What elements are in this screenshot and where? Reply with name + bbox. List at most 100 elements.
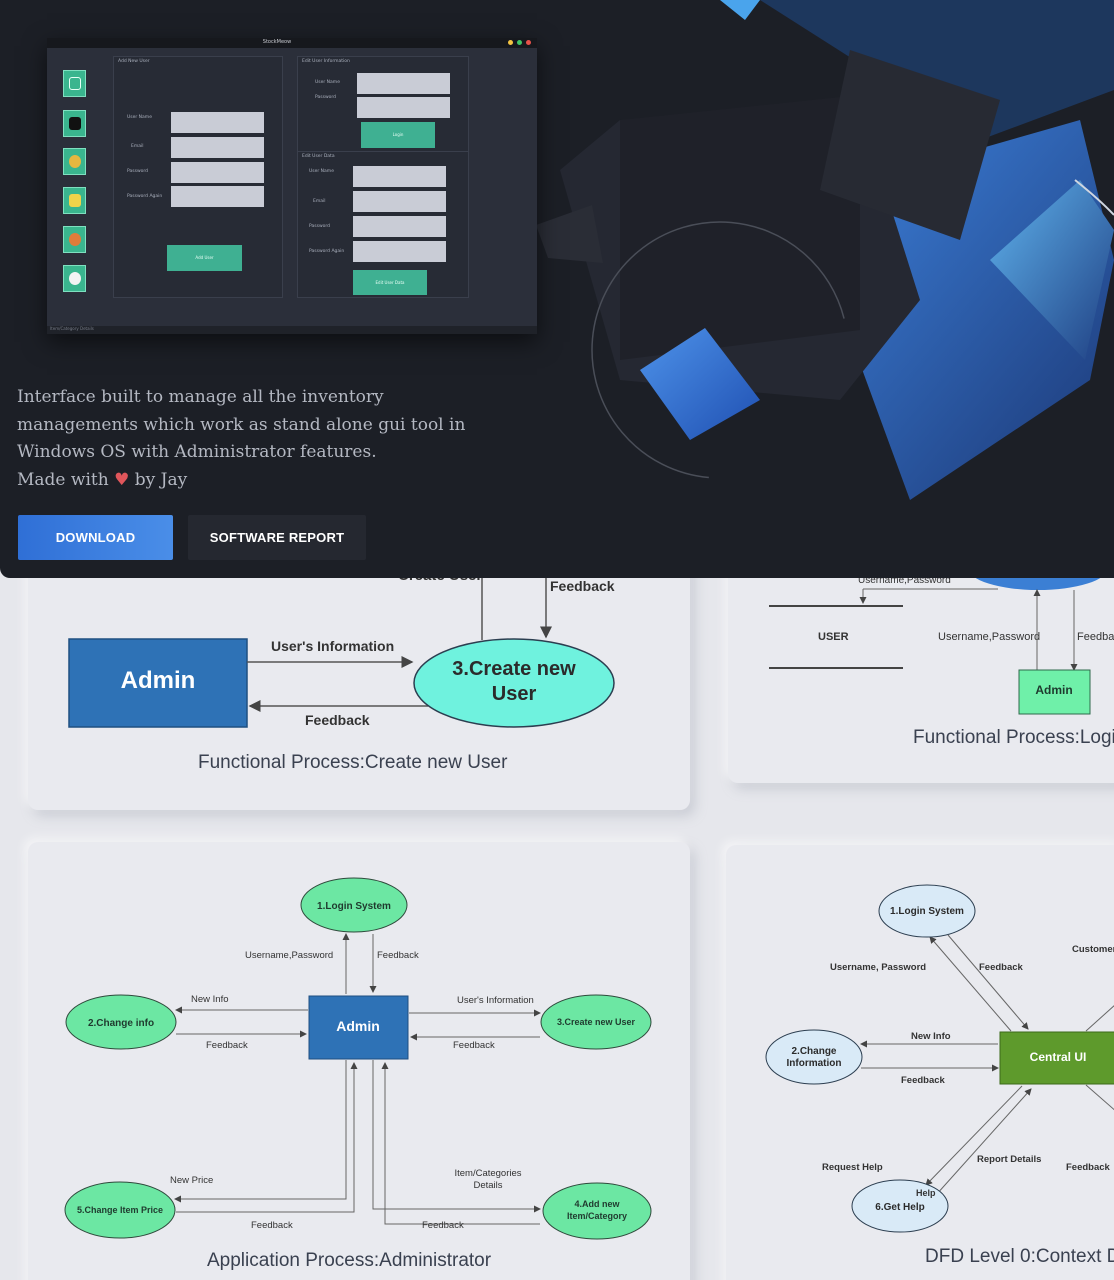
edge-customer-label: Customer	[1072, 944, 1114, 955]
change-info-process-label1: 2.Change	[791, 1046, 836, 1057]
help-process	[851, 1179, 949, 1233]
feedback-left-label: Feedback	[305, 712, 370, 728]
admin-entity	[1018, 669, 1091, 715]
field-label: User Name	[127, 115, 152, 120]
text-field[interactable]	[353, 216, 446, 237]
made-with-line: Made with ♥ by Jay	[17, 467, 467, 495]
process-line2: User	[492, 683, 537, 705]
edge-report-details-label: Report Details	[977, 1154, 1041, 1165]
admin-entity-label: Admin	[121, 667, 196, 694]
login-process	[878, 884, 976, 938]
app-title: StockMeow	[262, 39, 292, 45]
edge-username-password-label: Username, Password	[830, 962, 926, 973]
text-field[interactable]	[353, 166, 446, 187]
hero-banner: StockMeow Add New User User Name Email P…	[0, 0, 1114, 578]
admin-entity-label: Admin	[336, 1018, 380, 1034]
administrator-diagram: Username,Password Feedback New Info Feed…	[64, 877, 652, 1240]
edge-feedback-info-label: Feedback	[206, 1040, 248, 1051]
diagram-card-login[interactable]: Username,Password USER Username,Password…	[728, 540, 1114, 783]
panel-title: Edit User Information	[302, 59, 350, 64]
text-field[interactable]	[171, 137, 264, 158]
edge-item-details-label1: Item/Categories	[454, 1168, 521, 1179]
diagram-card-create-user[interactable]: Create User Feedback Admin User's Inform…	[28, 540, 690, 810]
app-sidebar-item[interactable]	[63, 265, 86, 292]
app-sidebar-item[interactable]	[63, 226, 86, 253]
change-price-process	[64, 1181, 176, 1239]
edge-new-info-label: New Info	[191, 994, 229, 1005]
card3-caption: Application Process:Administrator	[207, 1250, 492, 1271]
edit-user-data-button[interactable]: Edit User Data	[353, 270, 427, 295]
field-label: Password	[315, 95, 337, 100]
admin-entity-label: Admin	[1035, 683, 1072, 697]
edge-request-help-label: Request Help	[822, 1162, 883, 1173]
text-field[interactable]	[171, 162, 264, 183]
edge-item-details-label2: Details	[473, 1180, 502, 1191]
app-sidebar-item[interactable]	[63, 187, 86, 214]
app-sidebar-item[interactable]	[63, 110, 86, 137]
diagram-card-context[interactable]: Username, Password Feedback Customer New…	[726, 845, 1114, 1280]
text-field[interactable]	[353, 241, 446, 262]
text-field[interactable]	[171, 186, 264, 207]
close-icon[interactable]	[526, 40, 531, 45]
text-field[interactable]	[357, 73, 450, 94]
help-process-label: 6.Get Help	[875, 1202, 924, 1213]
edge-feedback-info-label: Feedback	[901, 1075, 946, 1086]
feedback-top-label: Feedback	[550, 578, 615, 594]
add-item-process	[542, 1182, 652, 1240]
change-price-process-label: 5.Change Item Price	[77, 1205, 163, 1215]
heart-icon: ♥	[114, 469, 130, 490]
edge-new-info-label: New Info	[911, 1031, 951, 1042]
download-button[interactable]: DOWNLOAD	[18, 515, 173, 560]
change-info-process	[765, 1029, 863, 1085]
admin-entity	[308, 995, 409, 1060]
minimize-icon[interactable]	[508, 40, 513, 45]
context-diagram: Username, Password Feedback Customer New…	[765, 884, 1114, 1233]
text-field[interactable]	[171, 112, 264, 133]
login-process-label: 1.Login System	[890, 906, 964, 917]
add-user-button[interactable]: Add User	[167, 245, 242, 271]
field-label: Email	[313, 199, 326, 204]
edge-feedback-item-label: Feedback	[422, 1220, 464, 1231]
app-status-bar: Item/Category Details	[47, 326, 537, 334]
create-user-process	[540, 994, 652, 1050]
app-sidebar-item[interactable]	[63, 148, 86, 175]
field-label: Password	[309, 224, 331, 229]
software-report-button[interactable]: SOFTWARE REPORT	[188, 515, 366, 560]
field-label: Password Again	[309, 249, 345, 254]
change-info-process-label2: Information	[787, 1058, 842, 1069]
text-field[interactable]	[353, 191, 446, 212]
edge-feedback-login-label: Feedback	[377, 950, 419, 961]
field-label: User Name	[309, 169, 334, 174]
login-process	[300, 877, 408, 933]
field-label: User Name	[315, 80, 340, 85]
edge-new-price-label: New Price	[170, 1175, 213, 1186]
panel-title: Add New User	[118, 59, 150, 64]
diagram-card-administrator[interactable]: Username,Password Feedback New Info Feed…	[28, 842, 690, 1280]
app-sidebar-item[interactable]	[63, 70, 86, 97]
edge-feedback-price-label: Feedback	[251, 1220, 293, 1231]
made-with-suffix: by Jay	[134, 469, 188, 490]
field-label: Password Again	[127, 194, 163, 199]
admin-entity	[68, 638, 248, 728]
text-field[interactable]	[357, 97, 450, 118]
users-info-label: User's Information	[271, 638, 394, 654]
username-password-label: Username,Password	[938, 631, 1040, 643]
panel-title: Edit User Data	[302, 154, 335, 159]
login-process-label: 1.Login System	[317, 901, 391, 912]
app-titlebar: StockMeow	[47, 38, 537, 48]
decorative-shapes	[536, 0, 1114, 500]
feedback-label: Feedback	[1077, 631, 1114, 643]
central-ui-entity	[999, 1031, 1114, 1085]
create-user-process	[413, 638, 615, 728]
app-screenshot: StockMeow Add New User User Name Email P…	[47, 38, 537, 334]
card1-caption: Functional Process:Create new User	[198, 752, 508, 773]
create-user-diagram: Create User Feedback Admin User's Inform…	[68, 565, 615, 728]
maximize-icon[interactable]	[517, 40, 522, 45]
hero-description: Interface built to manage all the invent…	[17, 387, 466, 462]
card4-caption: DFD Level 0:Context Diagram	[925, 1246, 1114, 1267]
help-in-label: Help	[916, 1188, 936, 1198]
field-label: Email	[131, 144, 144, 149]
login-button[interactable]: Login	[361, 122, 435, 148]
username-password-top-label: Username,Password	[858, 575, 951, 586]
central-ui-label: Central UI	[1030, 1050, 1087, 1064]
